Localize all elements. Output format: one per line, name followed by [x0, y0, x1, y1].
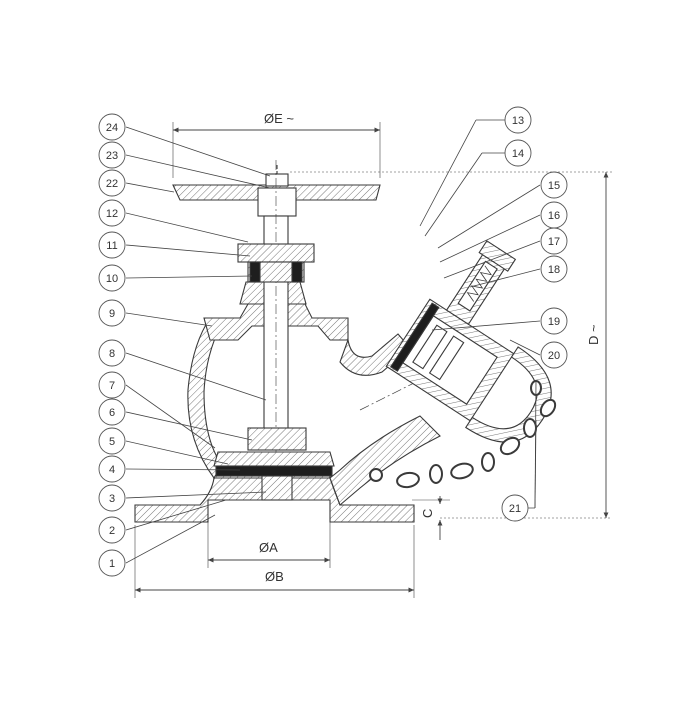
callout-12: [98, 199, 126, 227]
callout-23: [98, 141, 126, 169]
callout-5-num: 5: [109, 436, 115, 448]
dimension-label-height: D ~: [586, 324, 601, 345]
callout-12-num: 12: [106, 208, 118, 220]
callout-23-num: 23: [106, 150, 118, 162]
callout-3: [98, 484, 126, 512]
callout-4: [98, 455, 126, 483]
callout-6: [98, 398, 126, 426]
retaining-chain: [369, 380, 557, 489]
gland-nut: [237, 243, 315, 263]
callout-17: [540, 227, 568, 255]
dimension-label-flange: ØB: [265, 569, 284, 584]
dimension-lines: [134, 122, 612, 598]
dimension-label-handwheel: ØE ~: [264, 111, 294, 126]
callout-10: [98, 264, 126, 292]
callout-5: [98, 427, 126, 455]
callout-19: [540, 307, 568, 335]
callout-9: [98, 299, 126, 327]
callout-13-num: 13: [512, 115, 524, 127]
disc-seal: [215, 465, 333, 477]
coupling-seal: [389, 302, 440, 372]
callout-3-num: 3: [109, 493, 115, 505]
callout-2: [98, 516, 126, 544]
disc-nut: [247, 427, 307, 451]
callout-1-num: 1: [109, 558, 115, 570]
callout-13: [504, 106, 532, 134]
callout-10-num: 10: [106, 273, 118, 285]
callout-numbers: 1 2 3 4 5 6 7 8 9 10 11 12 13 14 15 16 1…: [106, 115, 560, 570]
packing-ring: [249, 261, 261, 283]
callout-2-num: 2: [109, 525, 115, 537]
callout-19-num: 19: [548, 316, 560, 328]
callout-11: [98, 231, 126, 259]
callout-16-num: 16: [548, 210, 560, 222]
callout-18-num: 18: [548, 264, 560, 276]
callout-8-num: 8: [109, 348, 115, 360]
callout-21: [501, 494, 529, 522]
relief-cap: [478, 240, 517, 272]
callout-bubbles: [98, 106, 568, 577]
valve-disc: [213, 451, 335, 467]
callout-1: [98, 549, 126, 577]
callout-15: [540, 171, 568, 199]
callout-20: [540, 341, 568, 369]
callout-11-num: 11: [106, 240, 117, 252]
callout-22: [98, 169, 126, 197]
callout-7: [98, 371, 126, 399]
callout-14: [504, 139, 532, 167]
dimension-label-offset: C: [420, 509, 435, 518]
callout-18: [540, 255, 568, 283]
callout-7-num: 7: [109, 380, 115, 392]
dimension-label-bore: ØA: [259, 540, 278, 555]
callout-17-num: 17: [548, 236, 560, 248]
callout-14-num: 14: [512, 148, 524, 160]
callout-8: [98, 339, 126, 367]
handwheel-assembly: [172, 160, 381, 501]
callout-24: [98, 113, 126, 141]
callout-24-num: 24: [106, 122, 118, 134]
disc-bolt: [261, 475, 293, 501]
callout-6-num: 6: [109, 407, 115, 419]
callout-22-num: 22: [106, 178, 118, 190]
callout-20-num: 20: [548, 350, 560, 362]
handwheel-hub: [257, 187, 297, 217]
callout-21-num: 21: [509, 503, 521, 515]
callout-4-num: 4: [109, 464, 115, 476]
callout-9-num: 9: [109, 308, 115, 320]
callout-15-num: 15: [548, 180, 560, 192]
